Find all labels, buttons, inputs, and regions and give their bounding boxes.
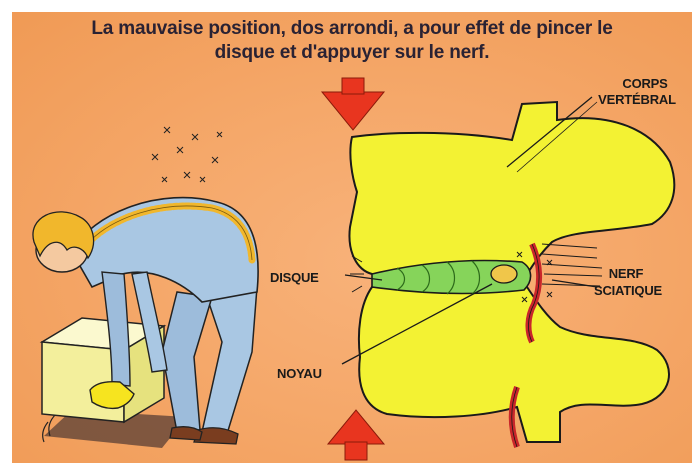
nucleus <box>491 265 517 283</box>
label-corps-line1: CORPS <box>622 76 668 91</box>
lower-vertebra <box>359 287 669 447</box>
pain-sparks <box>152 127 222 182</box>
label-nerf-line2: SCIATIQUE <box>594 283 663 298</box>
upper-vertebra <box>349 97 674 274</box>
label-noyau: NOYAU <box>277 366 322 381</box>
illustration-panel: La mauvaise position, dos arrondi, a pou… <box>12 12 692 463</box>
label-corps-line2: VERTÉBRAL <box>598 92 676 107</box>
diagram-art: CORPS VERTÉBRAL DISQUE NERF SCIATIQUE NO… <box>12 12 692 463</box>
arrow-up <box>328 410 384 460</box>
arrow-down <box>322 78 384 130</box>
label-disque: DISQUE <box>270 270 319 285</box>
label-nerf-line1: NERF <box>609 266 644 281</box>
